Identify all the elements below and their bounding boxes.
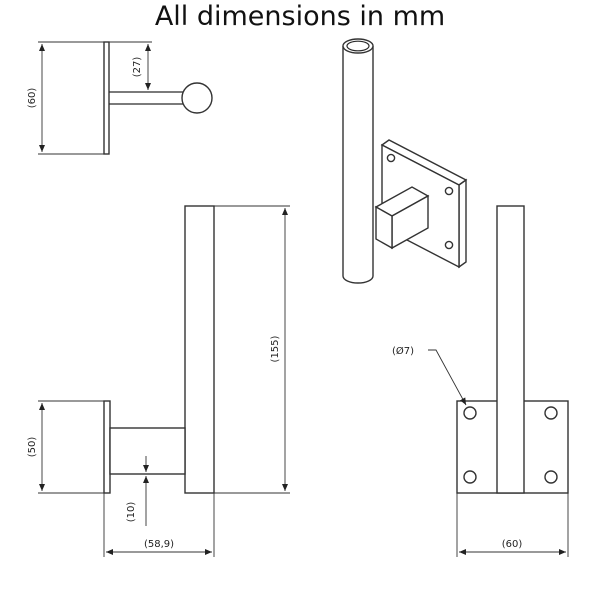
top-view-pole-section <box>181 82 213 114</box>
dim-projection-label: (58,9) <box>144 539 174 550</box>
front-hole-top-right <box>544 406 558 420</box>
page-title: All dimensions in mm <box>154 1 446 32</box>
dim-top-offset-label: (27) <box>132 57 143 78</box>
front-hole-bottom-right <box>544 470 558 484</box>
dim-arm-tube-label: (10) <box>126 502 137 523</box>
iso-hole-top-left <box>386 153 396 163</box>
dim-front-plate-width-label: (60) <box>502 539 523 550</box>
iso-pole-bore <box>346 40 370 52</box>
front-view: (Ø7) (60) <box>392 205 569 557</box>
dim-hole-leader <box>428 349 467 406</box>
side-view-pole <box>184 205 215 494</box>
front-hole-top-left <box>463 406 477 420</box>
iso-pole-body <box>342 46 374 284</box>
front-hole-bottom-left <box>463 470 477 484</box>
side-view-wall-plate <box>103 400 111 494</box>
top-view-wall-plate <box>103 41 110 155</box>
iso-plate-side-edge <box>458 178 467 269</box>
front-view-pole <box>496 205 525 494</box>
iso-hole-top-right <box>444 186 454 196</box>
top-view: (60) (27) <box>27 41 213 155</box>
side-view-arm <box>109 427 186 475</box>
dim-top-plate-height-label: (60) <box>27 88 38 109</box>
dim-pole-length-label: (155) <box>270 335 281 362</box>
dim-hole-diameter-label: (Ø7) <box>392 345 414 357</box>
isometric-view <box>342 38 468 284</box>
iso-hole-bottom-right <box>444 240 454 250</box>
iso-arm-front <box>375 205 393 250</box>
side-view: (155) (50) (10) (58,9) <box>27 205 290 557</box>
dim-side-plate-height-label: (50) <box>27 437 38 458</box>
